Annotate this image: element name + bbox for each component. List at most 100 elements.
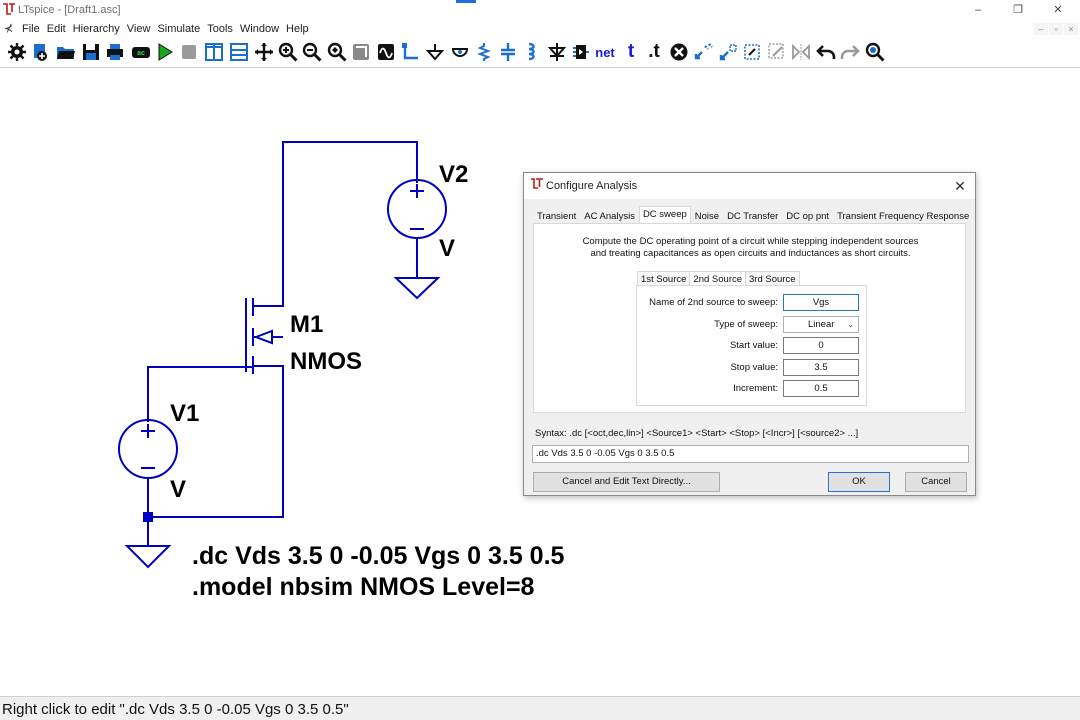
subtab-2nd-source[interactable]: 2nd Source: [689, 271, 747, 285]
cancel-button[interactable]: Cancel: [905, 472, 967, 492]
delete-icon[interactable]: [668, 41, 690, 63]
sweep-type-value: Linear: [808, 319, 835, 330]
description-line-2: and treating capacitances as open circui…: [590, 248, 911, 259]
wire-source[interactable]: [148, 365, 284, 518]
syntax-hint: Syntax: .dc [<oct,dec,lin>] <Source1> <S…: [535, 428, 859, 439]
save-icon[interactable]: [80, 41, 102, 63]
sweep-type-select[interactable]: Linear ⌄: [783, 316, 859, 333]
spice-directive-dc[interactable]: .dc Vds 3.5 0 -0.05 Vgs 0 3.5 0.5: [192, 542, 565, 570]
halt-icon[interactable]: [178, 41, 200, 63]
wires[interactable]: [147, 141, 418, 546]
status-bar: Right click to edit ".dc Vds 3.5 0 -0.05…: [0, 696, 1080, 720]
menu-simulate[interactable]: Simulate: [157, 23, 201, 35]
cancel-and-edit-text-button[interactable]: Cancel and Edit Text Directly...: [533, 472, 720, 492]
v2-value-label[interactable]: V: [439, 235, 455, 262]
increment-input[interactable]: 0.5: [783, 380, 859, 397]
capacitor-icon[interactable]: [497, 41, 519, 63]
dialog-close-button[interactable]: ✕: [954, 178, 966, 194]
tile-vertical-icon[interactable]: [203, 41, 225, 63]
find-icon[interactable]: [864, 41, 886, 63]
zoom-out-icon[interactable]: [301, 41, 323, 63]
wire-icon[interactable]: [400, 41, 422, 63]
v1-value-label[interactable]: V: [170, 476, 186, 503]
spice-directive-icon[interactable]: .t: [648, 41, 660, 62]
net-text-icon[interactable]: net: [595, 44, 615, 60]
duplicate-icon[interactable]: [693, 41, 715, 63]
wire-gate[interactable]: [147, 366, 253, 422]
increment-label: Increment:: [733, 383, 778, 394]
menu-edit[interactable]: Edit: [46, 23, 66, 35]
menu-help[interactable]: Help: [286, 23, 309, 35]
gear-icon[interactable]: [6, 41, 28, 63]
subtab-3rd-source[interactable]: 3rd Source: [745, 271, 800, 285]
move-icon[interactable]: [717, 41, 739, 63]
m1-name-label[interactable]: M1: [290, 311, 323, 338]
component-icon[interactable]: [570, 41, 592, 63]
command-text-input[interactable]: .dc Vds 3.5 0 -0.05 Vgs 0 3.5 0.5: [532, 445, 969, 463]
tab-transient[interactable]: Transient: [537, 211, 577, 222]
title-accent: [456, 0, 476, 3]
menu-tools[interactable]: Tools: [207, 23, 233, 35]
menu-bar: ⊀ File Edit Hierarchy View Simulate Tool…: [0, 20, 1080, 38]
minimize-button[interactable]: –: [974, 4, 982, 16]
m1-model-label[interactable]: NMOS: [290, 348, 362, 375]
mdi-restore-button[interactable]: ▫: [1049, 23, 1063, 35]
menu-file[interactable]: File: [22, 23, 40, 35]
tile-horizontal-icon[interactable]: [228, 41, 250, 63]
v1-name-label[interactable]: V1: [170, 400, 199, 427]
v2-name-label[interactable]: V2: [439, 161, 468, 188]
new-schematic-icon[interactable]: [30, 41, 52, 63]
voltage-source-v2[interactable]: [387, 179, 447, 239]
spice-directive-model[interactable]: .model nbsim NMOS Level=8: [192, 573, 535, 601]
menu-window[interactable]: Window: [239, 23, 280, 35]
drag-icon[interactable]: [741, 41, 763, 63]
undo-icon[interactable]: [815, 41, 837, 63]
print-preview-icon[interactable]: ac: [130, 41, 152, 63]
open-icon[interactable]: [55, 41, 77, 63]
pan-icon[interactable]: [253, 41, 275, 63]
resistor-icon[interactable]: [473, 41, 495, 63]
rotate-icon[interactable]: [766, 41, 788, 63]
start-value-input[interactable]: 0: [783, 337, 859, 354]
stop-value-input[interactable]: 3.5: [783, 359, 859, 376]
tab-ac-analysis[interactable]: AC Analysis: [584, 211, 635, 222]
inductor-icon[interactable]: [521, 41, 543, 63]
nmos-transistor-m1[interactable]: [245, 298, 283, 374]
junction-dot[interactable]: [143, 512, 153, 522]
ok-button[interactable]: OK: [828, 472, 890, 492]
ground-icon[interactable]: [424, 41, 446, 63]
print-icon[interactable]: [104, 41, 126, 63]
redo-icon[interactable]: [839, 41, 861, 63]
zoom-in-icon[interactable]: [277, 41, 299, 63]
mdi-minimize-button[interactable]: –: [1034, 23, 1048, 35]
tab-noise[interactable]: Noise: [694, 211, 720, 222]
document-menu-icon[interactable]: ⊀: [4, 23, 14, 35]
ground-symbol-v1[interactable]: [124, 545, 172, 569]
text-icon[interactable]: t: [627, 41, 635, 62]
restore-button[interactable]: ❐: [1013, 4, 1023, 16]
mdi-close-button[interactable]: ×: [1064, 23, 1078, 35]
zoom-fit-icon[interactable]: [326, 41, 348, 63]
waveform-icon[interactable]: [375, 41, 397, 63]
svg-text:ac: ac: [137, 50, 145, 57]
mirror-icon[interactable]: [790, 41, 812, 63]
label-net-icon[interactable]: [449, 41, 471, 63]
autoscale-icon[interactable]: [350, 41, 372, 63]
source-name-input[interactable]: Vgs: [783, 294, 859, 311]
tab-dc-transfer[interactable]: DC Transfer: [727, 211, 779, 222]
menu-hierarchy[interactable]: Hierarchy: [72, 23, 120, 35]
menu-view[interactable]: View: [126, 23, 151, 35]
voltage-source-v1[interactable]: [118, 419, 178, 479]
close-button[interactable]: ✕: [1053, 4, 1063, 16]
tab-transient-frequency-response[interactable]: Transient Frequency Response: [837, 211, 970, 222]
tab-dc-sweep[interactable]: DC sweep: [638, 206, 691, 223]
run-icon[interactable]: [154, 41, 176, 63]
tab-dc-op-pnt[interactable]: DC op pnt: [786, 211, 830, 222]
subtab-1st-source[interactable]: 1st Source: [637, 271, 691, 285]
ground-symbol-v2[interactable]: [393, 277, 441, 300]
diode-icon[interactable]: [546, 41, 568, 63]
analysis-tabs: Transient AC Analysis DC sweep Noise DC …: [533, 206, 973, 224]
source-tabs: 1st Source 2nd Source 3rd Source: [637, 271, 800, 285]
